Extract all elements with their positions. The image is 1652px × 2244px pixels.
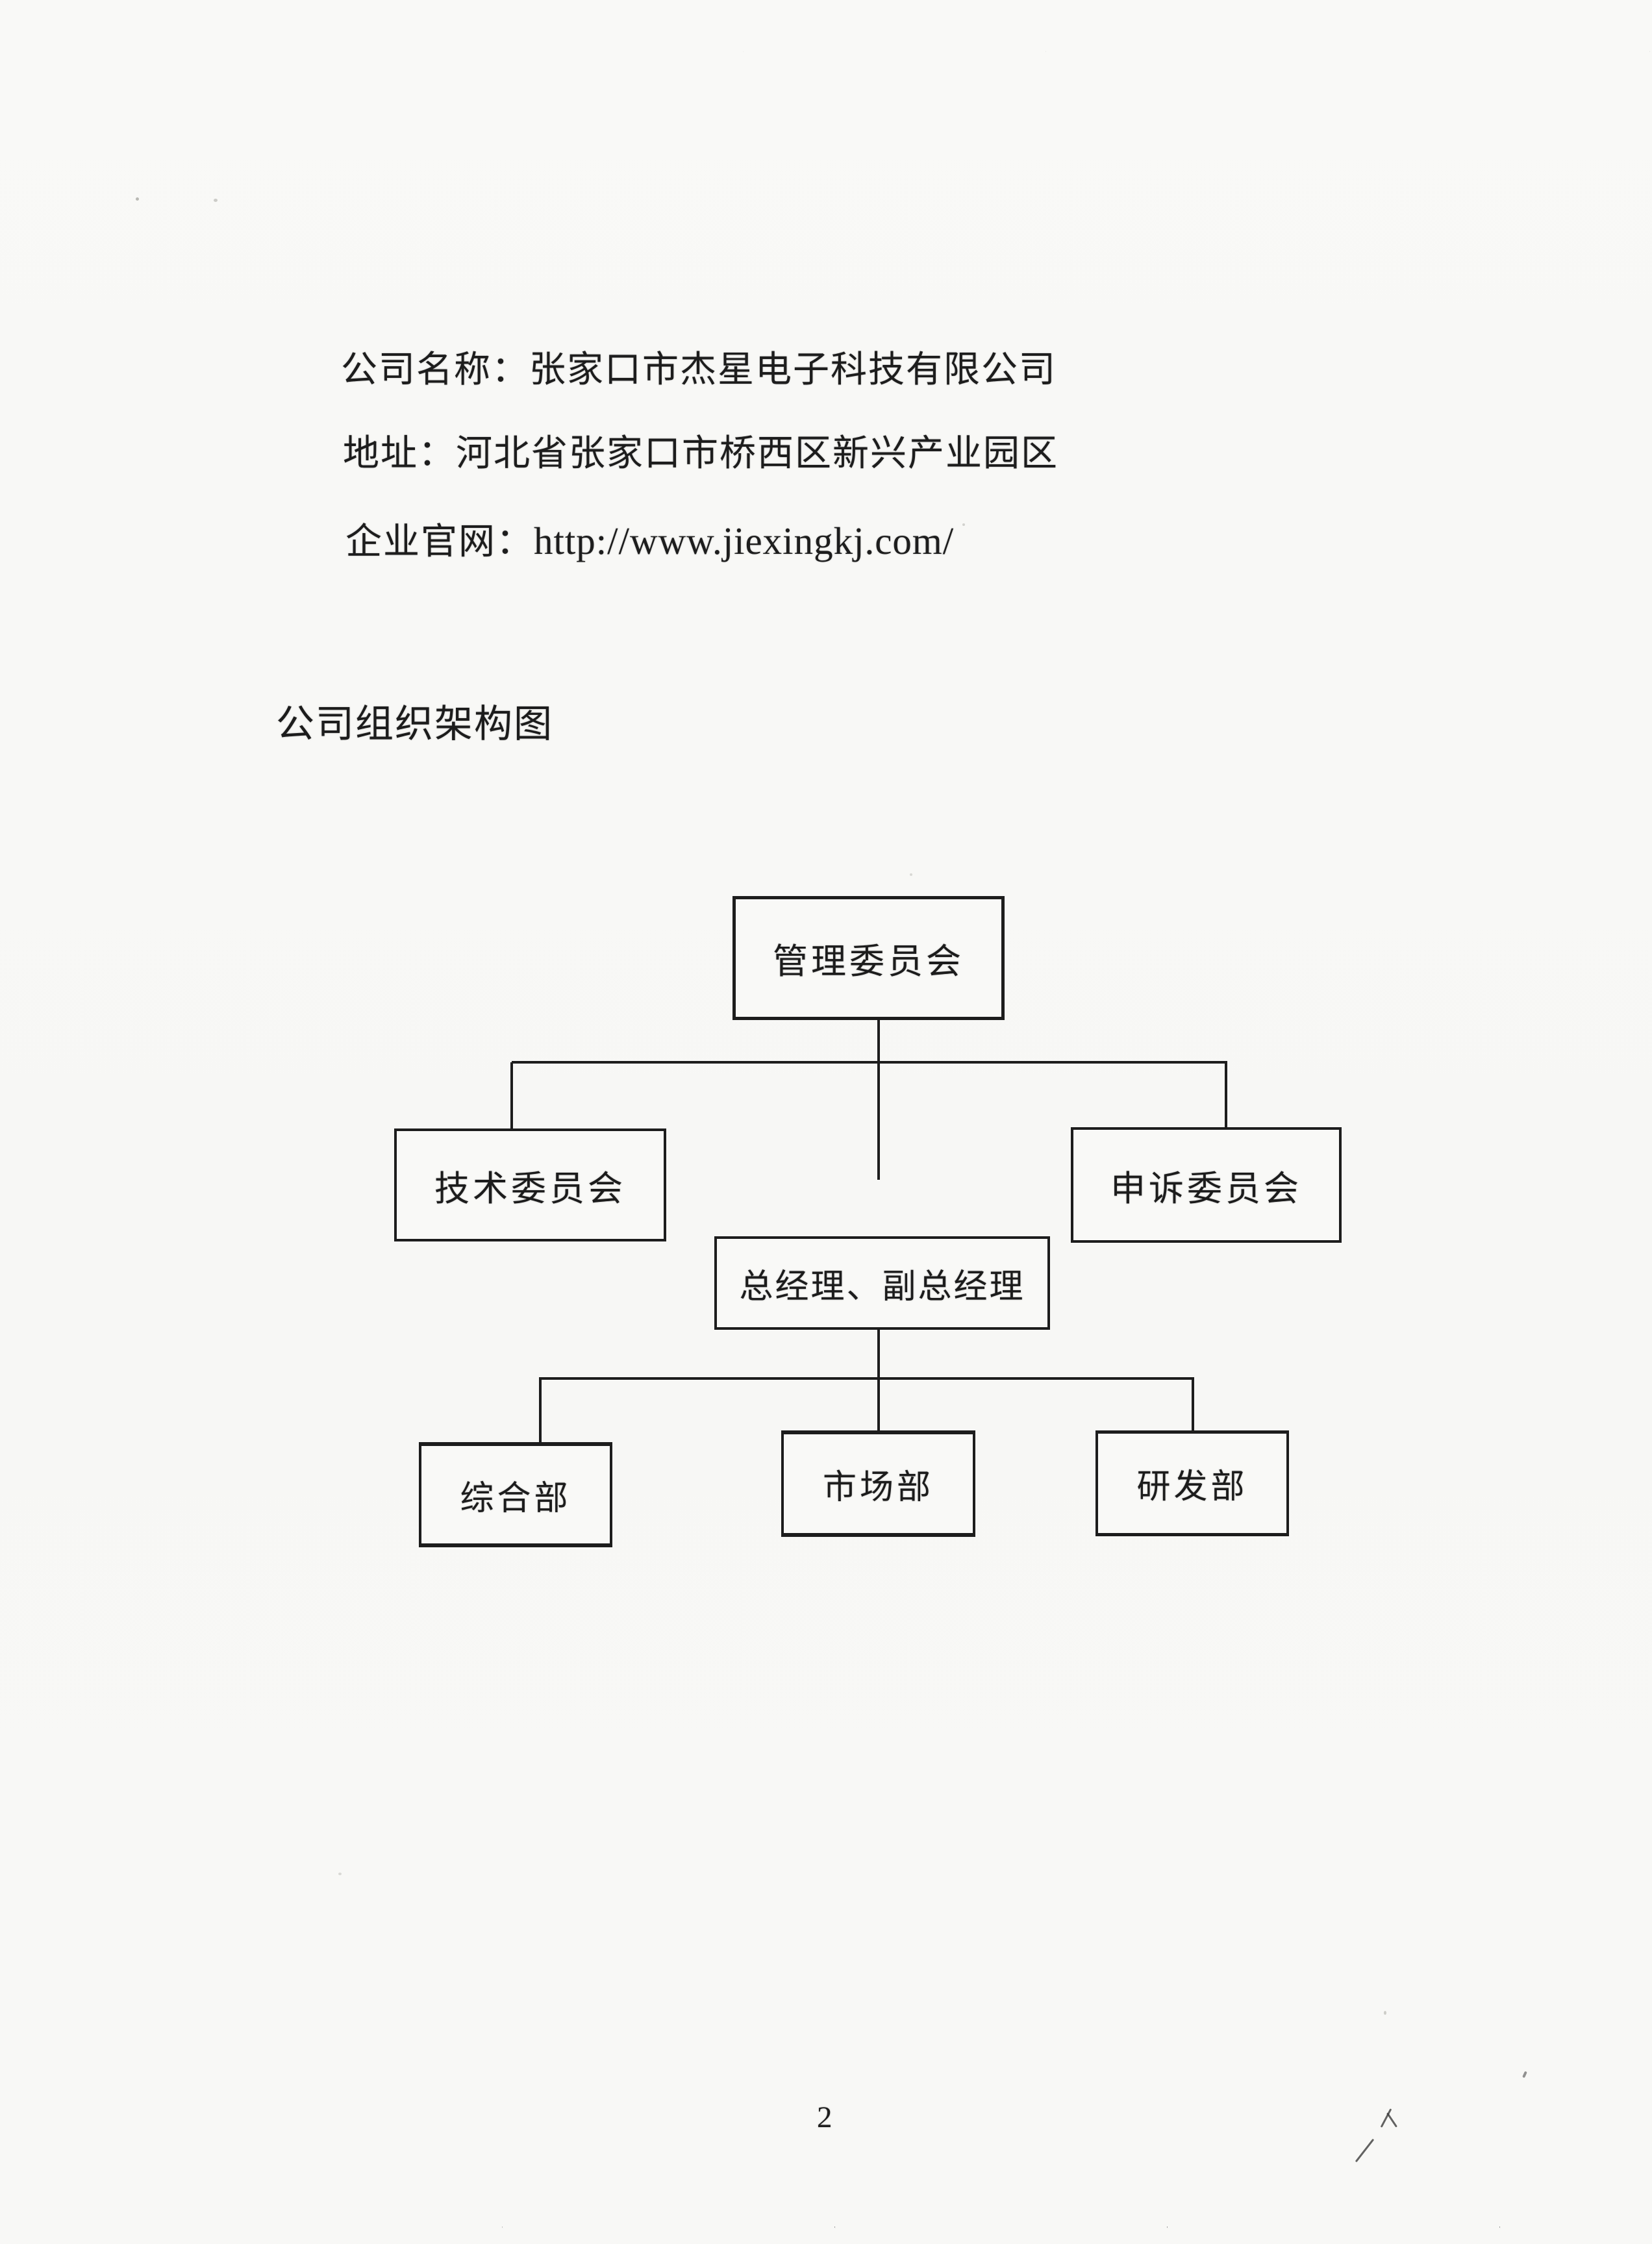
website-label: 企业官网：: [345, 522, 534, 562]
scan-noise-top: [617, 0, 1652, 73]
dust-speck: [910, 873, 912, 876]
org-box-general-department: 综合部: [419, 1442, 612, 1547]
org-box-management-committee: 管理委员会: [732, 896, 1005, 1020]
org-box-technical-committee: 技术委员会: [394, 1128, 666, 1241]
org-box-marketing-department: 市场部: [781, 1430, 975, 1537]
website-line: 企业官网：http://www.jiexingkj.com/: [345, 519, 955, 562]
org-box-appeal-committee: 申诉委员会: [1071, 1127, 1342, 1243]
org-box-general-manager: 总经理、副总经理: [714, 1236, 1050, 1330]
dust-speck: [1384, 2011, 1386, 2015]
website-url: http://www.jiexingkj.com/: [534, 519, 955, 562]
pencil-mark: [1386, 2112, 1398, 2128]
connector-drop-tech: [510, 1062, 513, 1130]
connector-branch-level2: [512, 1061, 1227, 1064]
company-name-line: 公司名称：张家口市杰星电子科技有限公司: [341, 350, 1057, 390]
connector-drop-appeal: [1225, 1062, 1227, 1128]
dust-speck: [338, 1873, 342, 1875]
dust-speck: [214, 199, 218, 202]
connector-gm-down: [877, 1328, 880, 1378]
address-line: 地址：河北省张家口市桥西区新兴产业园区: [343, 434, 1058, 474]
dust-speck: [962, 523, 965, 526]
pencil-mark: [1522, 2071, 1527, 2078]
scan-noise-bottom: [364, 2154, 1652, 2244]
connector-drop-marketing-dept: [877, 1378, 880, 1432]
connector-drop-general-dept: [539, 1378, 542, 1443]
connector-branch-level4: [539, 1377, 1194, 1380]
page-number: 2: [817, 2101, 832, 2134]
connector-drop-rnd-dept: [1192, 1378, 1194, 1432]
section-title: 公司组织架构图: [276, 703, 554, 745]
connector-root-down: [877, 1019, 880, 1062]
dust-speck: [136, 197, 139, 201]
org-box-rnd-department: 研发部: [1095, 1430, 1289, 1536]
connector-center-down: [877, 1062, 880, 1180]
